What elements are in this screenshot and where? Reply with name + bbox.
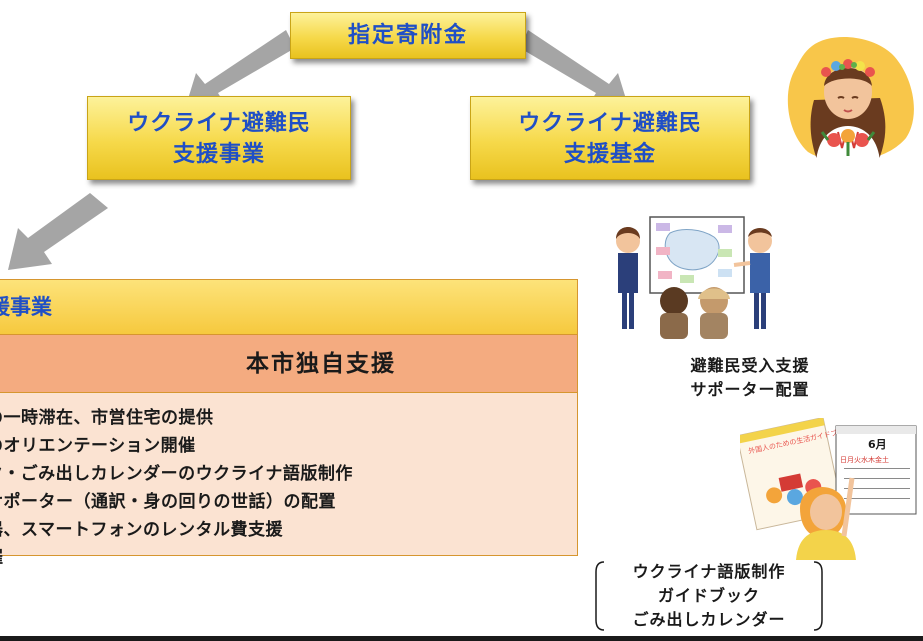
guidebook-caption: ウクライナ語版制作 ガイドブック ごみ出しカレンダー xyxy=(600,560,818,632)
supporter-caption-line2: サポーター配置 xyxy=(690,380,810,399)
panel-subheader-title: 本市独自支援 xyxy=(246,351,396,377)
guidebook-caption-line2: ガイドブック xyxy=(657,586,760,605)
supporter-caption-line1: 避難民受入支援 xyxy=(690,356,810,375)
guidebook-caption-line1: ウクライナ語版制作 xyxy=(632,562,786,581)
woman-flowers-illustration xyxy=(787,36,914,162)
refugee-support-project-box: ウクライナ避難民 支援事業 xyxy=(87,96,351,180)
guide-caption-brackets xyxy=(595,561,823,631)
support-item: のオリエンテーション開催 xyxy=(0,436,196,456)
support-item: ク・ごみ出しカレンダーのウクライナ語版制作 xyxy=(0,464,353,484)
support-item: の一時滞在、市営住宅の提供 xyxy=(0,408,214,428)
supporter-presentation-illustration xyxy=(616,216,772,339)
refugee-support-fund-box: ウクライナ避難民 支援基金 xyxy=(470,96,750,180)
guidebook-caption-line3: ごみ出しカレンダー xyxy=(632,610,786,629)
refugee-support-project-line1: ウクライナ避難民 xyxy=(127,111,311,136)
guidebook-calendar-illustration: 外国人のための生活ガイドブック 6月 日月火水木金土 xyxy=(740,418,917,560)
supporter-caption: 避難民受入支援 サポーター配置 xyxy=(650,354,850,402)
support-item: 器、スマートフォンのレンタル費支援 xyxy=(0,520,283,540)
calendar-weekdays: 日月火水木金土 xyxy=(840,455,889,464)
bottom-rule xyxy=(0,636,923,641)
support-item: 催 xyxy=(0,544,353,572)
support-project-panel: 援事業 本市独自支援 の一時滞在、市営住宅の提供 のオリエンテーション開催 ク・… xyxy=(0,279,578,568)
calendar-month: 6月 xyxy=(868,438,887,451)
support-item: サポーター（通訳・身の回りの世話）の配置 xyxy=(0,492,336,512)
panel-header-title: 援事業 xyxy=(0,295,52,319)
refugee-support-fund-line1: ウクライナ避難民 xyxy=(518,111,702,136)
designated-donation-box: 指定寄附金 xyxy=(290,12,526,59)
support-item-list: の一時滞在、市営住宅の提供 のオリエンテーション開催 ク・ごみ出しカレンダーのウ… xyxy=(0,404,353,572)
refugee-support-project-line2: 支援事業 xyxy=(172,142,265,167)
designated-donation-label: 指定寄附金 xyxy=(347,23,468,48)
refugee-support-fund-line2: 支援基金 xyxy=(563,142,656,167)
panel-subheader: 本市独自支援 xyxy=(0,335,577,393)
panel-header: 援事業 xyxy=(0,280,577,335)
